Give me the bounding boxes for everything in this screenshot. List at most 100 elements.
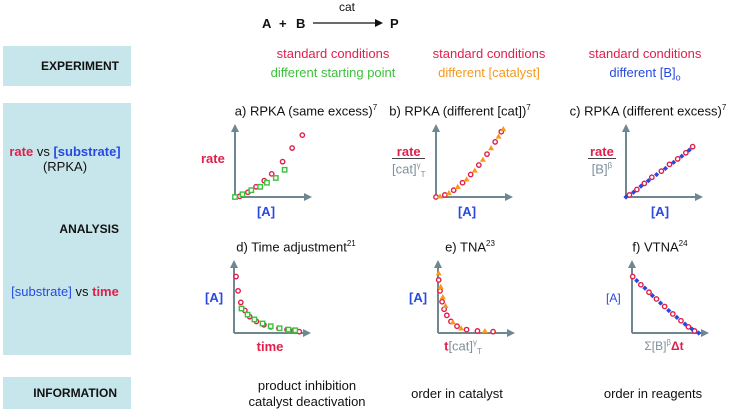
- experiment-line1: standard conditions: [276, 46, 390, 61]
- xlabel-sup: β: [666, 338, 672, 347]
- data-point-square: [276, 325, 283, 332]
- plot-e: [434, 260, 515, 337]
- data-point-circle: [237, 299, 244, 306]
- information-col-3: order in reagents: [603, 386, 703, 401]
- data-point-circle: [454, 323, 460, 330]
- data-point-circle: [289, 145, 296, 151]
- title-text: e) TNA: [445, 239, 487, 255]
- data-point-square: [264, 179, 270, 186]
- data-point-triangle: [463, 176, 470, 182]
- x-axis-arrow-icon: [505, 193, 513, 201]
- reaction-arrow: [313, 19, 383, 27]
- substrate-word: [substrate]: [53, 144, 121, 159]
- data-point-square: [257, 183, 264, 190]
- reactant-b: B: [296, 16, 306, 31]
- data-point-triangle: [479, 156, 486, 162]
- ref: 7: [721, 103, 727, 112]
- data-point-diamond: [645, 178, 652, 184]
- experiment-row-box: EXPERIMENT: [3, 46, 131, 86]
- experiment-col-2: standard conditions different [catalyst]: [433, 44, 546, 82]
- data-point-circle: [439, 298, 445, 305]
- data-point-diamond: [696, 330, 702, 336]
- data-point-square: [238, 305, 245, 312]
- data-point-circle: [467, 171, 474, 178]
- plot-e-ylabel: [A]: [409, 290, 428, 305]
- data-point-square: [285, 326, 292, 333]
- plot-d-title: d) Time adjustment21: [236, 239, 355, 254]
- data-point-circle: [685, 323, 692, 330]
- plot-a: [231, 124, 312, 201]
- plot-c-xlabel: [A]: [650, 204, 670, 219]
- data-point-square: [248, 187, 255, 194]
- data-point-circle: [437, 287, 443, 294]
- data-point-circle: [474, 328, 481, 334]
- y-axis-arrow-icon: [230, 260, 238, 268]
- experiment-col-3: standard conditions different [B]o: [589, 44, 702, 88]
- data-point-square: [272, 175, 279, 181]
- data-point-circle: [682, 149, 689, 156]
- ref: 7: [372, 103, 378, 112]
- data-point-diamond: [654, 171, 660, 178]
- plot-f: [628, 260, 709, 337]
- data-point-circle: [658, 168, 665, 175]
- title-text: a) RPKA (same excess): [234, 103, 373, 119]
- x-axis-arrow-icon: [695, 193, 703, 201]
- vs-word: vs: [36, 144, 50, 159]
- xlabel-t: t: [444, 338, 449, 354]
- experiment-line2-sub: o: [675, 72, 681, 83]
- plot-c: [622, 124, 703, 201]
- reactant-a: A: [262, 16, 272, 31]
- y-axis-arrow-icon: [434, 260, 442, 268]
- plot-a-title: a) RPKA (same excess)7: [235, 103, 377, 118]
- experiment-col-1: standard conditions different starting p…: [271, 44, 396, 82]
- data-point-circle: [689, 143, 696, 150]
- plot-a-xlabel: [A]: [256, 204, 276, 219]
- data-point-circle: [646, 289, 652, 296]
- title-text: c) RPKA (different excess): [569, 103, 722, 119]
- ylabel-sup: β: [607, 161, 613, 170]
- title-text: d) Time adjustment: [236, 239, 347, 255]
- rate-word: rate: [9, 144, 34, 159]
- x-axis-arrow-icon: [303, 329, 311, 337]
- data-point-circle: [433, 194, 439, 200]
- plot-b-title: b) RPKA (different [cat])7: [389, 103, 531, 118]
- data-point-triangle: [454, 183, 461, 189]
- information-line2: catalyst deactivation: [248, 394, 366, 409]
- experiment-line1: standard conditions: [432, 46, 546, 61]
- data-point-diamond: [666, 307, 672, 314]
- analysis-row-box: rate vs [substrate] (RPKA) ANALYSIS [sub…: [3, 103, 131, 355]
- data-point-square: [239, 191, 246, 198]
- plot-f-ylabel: [A]: [606, 291, 621, 305]
- data-point-circle: [666, 161, 673, 168]
- data-point-square: [244, 311, 251, 318]
- data-point-circle: [443, 312, 450, 319]
- data-point-circle: [678, 317, 684, 324]
- plot-d: [230, 260, 311, 337]
- data-point-diamond: [623, 194, 629, 200]
- data-point-diamond: [686, 147, 692, 153]
- data-point-triangle: [458, 325, 465, 331]
- title-text: b) RPKA (different [cat]): [389, 103, 527, 119]
- data-point-square: [232, 194, 238, 200]
- data-point-circle: [235, 287, 241, 294]
- data-point-triangle: [437, 193, 444, 199]
- plot-f-xlabel: Σ[B]βΔt: [644, 338, 683, 353]
- data-point-circle: [674, 156, 681, 162]
- ylabel-sub: T: [420, 169, 426, 179]
- data-point-diamond: [662, 165, 669, 172]
- plot-e-xlabel: t[cat]γT: [444, 338, 482, 356]
- data-point-triangle: [435, 270, 442, 276]
- data-point-circle: [233, 273, 239, 280]
- ylabel-num: rate: [588, 144, 616, 159]
- information-col-1: product inhibition catalyst deactivation: [248, 378, 365, 410]
- ylabel-den: [cat]: [392, 161, 417, 177]
- plot-b-xlabel: [A]: [457, 204, 477, 219]
- experiment-line2: different [B]: [609, 65, 676, 80]
- data-point-square: [281, 166, 288, 173]
- substrate-word: [substrate]: [11, 284, 72, 299]
- title-text: f) VTNA: [632, 239, 679, 255]
- plot-c-title: c) RPKA (different excess)7: [570, 103, 727, 118]
- data-point-triangle: [437, 283, 444, 289]
- plot-e-title: e) TNA23: [445, 239, 495, 254]
- plot-f-title: f) VTNA24: [632, 239, 687, 254]
